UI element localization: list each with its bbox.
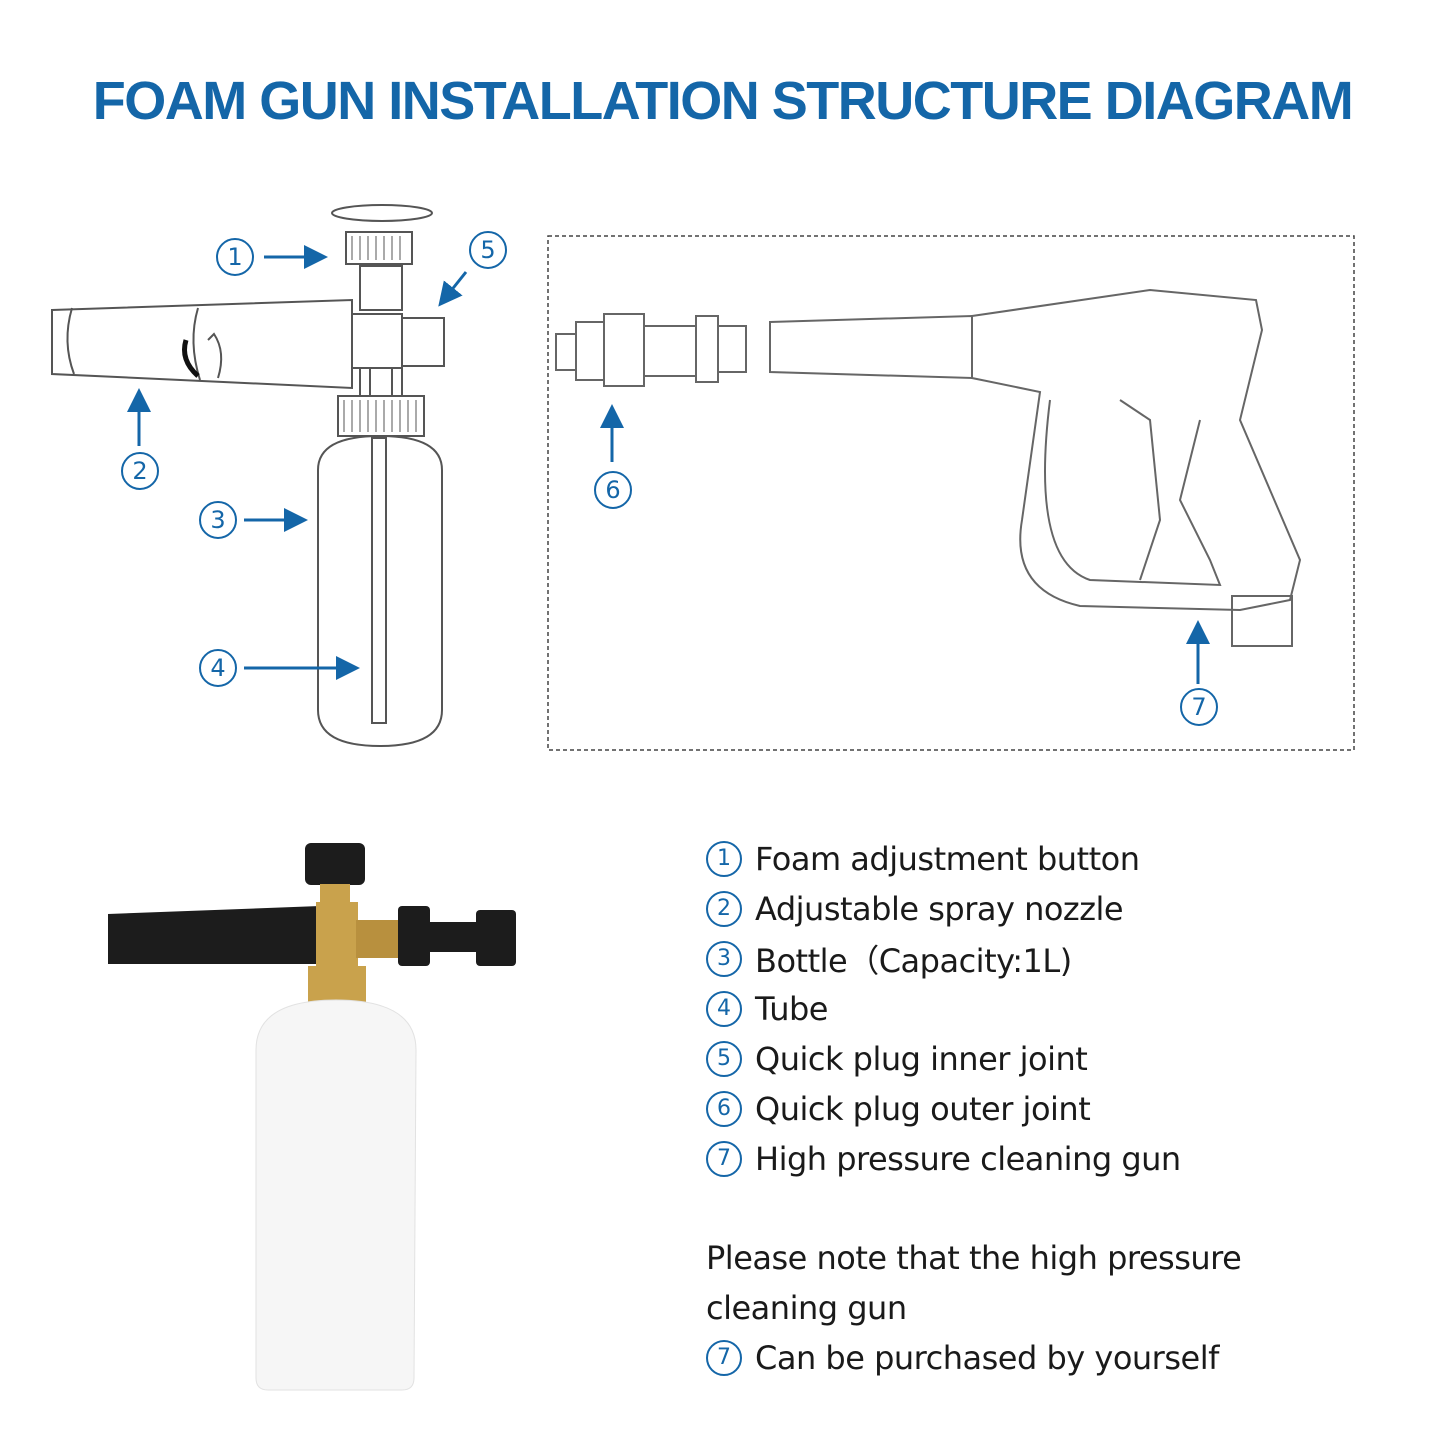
dashed-frame [547,235,1355,751]
legend-item: 1 Foam adjustment button [706,834,1406,884]
legend-text: Bottle（Capacity:1L) [755,942,1072,980]
pressure-gun-line-drawing [555,288,1302,647]
legend-text: Tube [755,990,828,1028]
note-number: 7 [706,1340,742,1376]
callout-3: 3 [199,501,237,539]
note-line-3: 7 Can be purchased by yourself [706,1333,1406,1383]
callout-5: 5 [469,231,507,269]
legend-number: 1 [706,841,742,877]
page-title: FOAM GUN INSTALLATION STRUCTURE DIAGRAM [92,71,1354,131]
legend-number: 2 [706,891,742,927]
legend-text: High pressure cleaning gun [755,1140,1181,1178]
note-line-2: cleaning gun [706,1289,907,1327]
legend-number: 6 [706,1091,742,1127]
legend-number: 5 [706,1041,742,1077]
callout-1: 1 [216,238,254,276]
legend-text: Adjustable spray nozzle [755,890,1124,928]
callout-6: 6 [594,471,632,509]
legend-number: 3 [706,941,742,977]
legend-text: Quick plug inner joint [755,1040,1088,1078]
legend-text: Foam adjustment button [755,840,1140,878]
legend-item: 6 Quick plug outer joint [706,1084,1406,1134]
callout-2: 2 [121,452,159,490]
purchase-note: Please note that the high pressure clean… [706,1233,1406,1383]
legend-number: 4 [706,991,742,1027]
foam-cannon-line-drawing [51,204,445,748]
callout-arrows [127,245,1210,684]
note-line-1: Please note that the high pressure [706,1239,1242,1277]
legend-item: 2 Adjustable spray nozzle [706,884,1406,934]
legend-number: 7 [706,1141,742,1177]
note-line-3-text: Can be purchased by yourself [755,1339,1219,1377]
foam-cannon-photo [108,843,516,1391]
legend-item: 3 Bottle（Capacity:1L) [706,934,1406,984]
legend-item: 7 High pressure cleaning gun [706,1134,1406,1184]
legend-item: 5 Quick plug inner joint [706,1034,1406,1084]
callout-4: 4 [199,649,237,687]
legend-item: 4 Tube [706,984,1406,1034]
callout-7: 7 [1180,688,1218,726]
parts-legend: 1 Foam adjustment button 2 Adjustable spra… [706,834,1406,1184]
legend-text: Quick plug outer joint [755,1090,1091,1128]
